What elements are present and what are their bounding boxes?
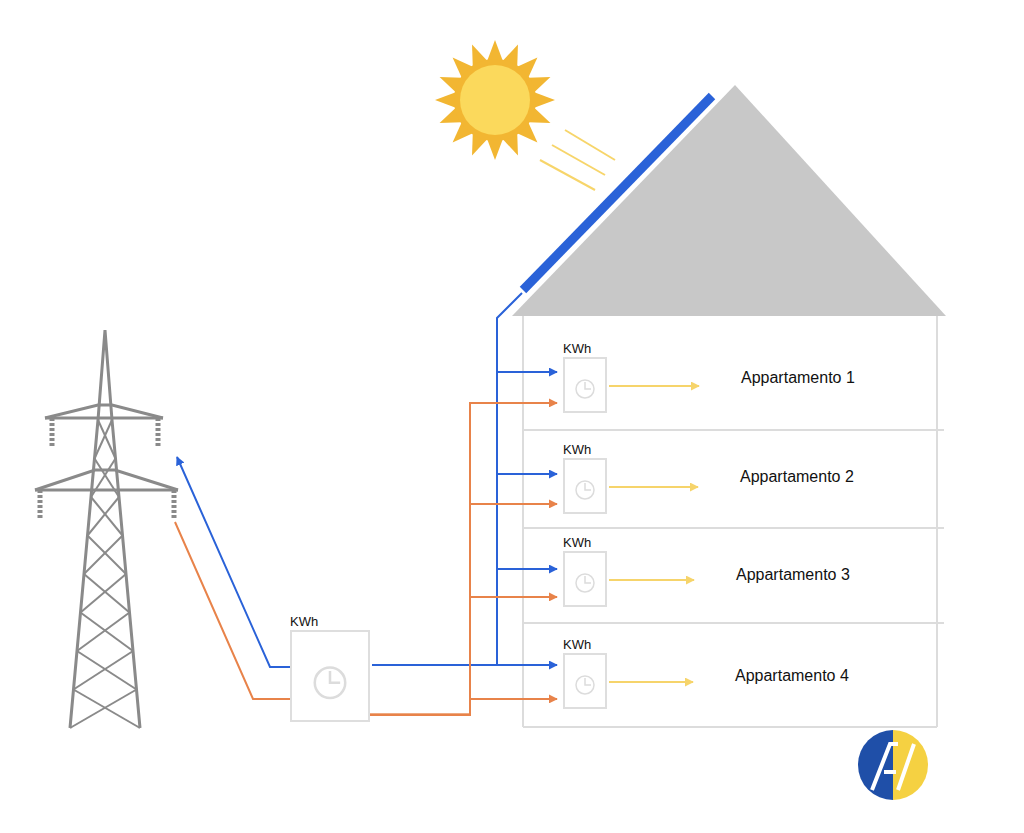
apartment-name: Appartamento 1 bbox=[741, 368, 855, 388]
grid-wire bbox=[175, 522, 290, 699]
house-walls bbox=[523, 316, 944, 727]
apartment-label: Appartamento 2 bbox=[740, 467, 854, 487]
clock-icon bbox=[565, 359, 605, 411]
roof bbox=[512, 85, 946, 316]
meter-unit: KWh bbox=[290, 614, 370, 630]
meter-box bbox=[563, 458, 607, 514]
clock-icon bbox=[565, 460, 605, 512]
sun-rays bbox=[540, 130, 615, 190]
consumption-arrow bbox=[609, 579, 694, 581]
consumption-arrow bbox=[609, 486, 698, 488]
grid-supply-line bbox=[370, 403, 557, 715]
energy-meter: KWh bbox=[563, 341, 607, 413]
clock-icon bbox=[292, 632, 368, 720]
meter-box bbox=[563, 653, 607, 709]
energy-meter: KWh bbox=[290, 614, 370, 722]
clock-icon bbox=[565, 553, 605, 605]
meter-unit: KWh bbox=[563, 535, 607, 551]
meter-unit: KWh bbox=[563, 341, 607, 357]
logo bbox=[858, 730, 928, 800]
meter-unit: KWh bbox=[563, 637, 607, 653]
meter-unit: KWh bbox=[563, 442, 607, 458]
apartment-label: Appartamento 1 bbox=[741, 368, 855, 388]
energy-meter: KWh bbox=[563, 442, 607, 514]
consumption-arrow bbox=[609, 385, 699, 387]
grid-supply-line bbox=[370, 597, 557, 715]
solar-panel bbox=[523, 96, 712, 290]
apartment-name: Appartamento 2 bbox=[740, 467, 854, 487]
apartment-name: Appartamento 3 bbox=[736, 565, 850, 585]
meter-box bbox=[290, 630, 370, 722]
meter-box bbox=[563, 551, 607, 607]
sun bbox=[435, 40, 555, 160]
meter-box bbox=[563, 357, 607, 413]
clock-icon bbox=[565, 655, 605, 707]
apartment-label: Appartamento 4 bbox=[735, 666, 849, 686]
apartment-name: Appartamento 4 bbox=[735, 666, 849, 686]
energy-meter: KWh bbox=[563, 637, 607, 709]
solar-wiring bbox=[177, 293, 557, 667]
grid-supply-line bbox=[370, 699, 557, 715]
consumption-arrow bbox=[609, 681, 693, 683]
apartment-label: Appartamento 3 bbox=[736, 565, 850, 585]
grid-supply-line bbox=[370, 504, 557, 715]
pylon bbox=[35, 330, 178, 728]
energy-meter: KWh bbox=[563, 535, 607, 607]
